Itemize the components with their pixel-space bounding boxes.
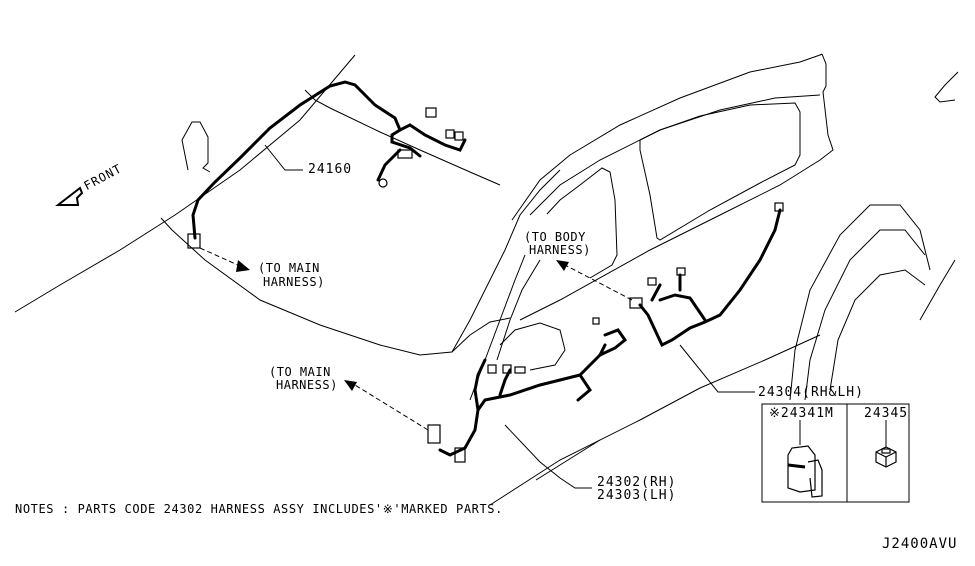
- part-24345-icon: [875, 446, 897, 468]
- connection-label-main-1-line2: HARNESS): [263, 275, 325, 289]
- harness-24304: [638, 208, 782, 348]
- callout-24302: 24302(RH): [597, 475, 677, 490]
- connection-label-main-1-line1: (TO MAIN: [258, 261, 320, 275]
- harness-24302: [438, 328, 628, 457]
- connection-arrowheads: [236, 260, 569, 391]
- connection-label-main-2-line2: HARNESS): [276, 378, 338, 392]
- notes-text: NOTES : PARTS CODE 24302 HARNESS ASSY IN…: [15, 502, 503, 516]
- callout-24160: 24160: [308, 162, 353, 177]
- front-arrow-icon: [55, 186, 84, 206]
- harness-24160-connectors: [187, 107, 464, 249]
- parts-box: [761, 403, 910, 503]
- harness-24160: [191, 80, 467, 240]
- harness-24304-connectors: [629, 202, 784, 309]
- part-24341m-icon: [787, 445, 823, 498]
- callout-24303: 24303(LH): [597, 488, 677, 503]
- callout-24341m: ※24341M: [769, 406, 834, 421]
- connection-label-body-line1: (TO BODY: [524, 230, 586, 244]
- diagram-code: J2400AVU: [882, 536, 958, 552]
- connection-label-body-line2: HARNESS): [529, 243, 591, 257]
- vehicle-body-outline: [14, 53, 959, 506]
- harness-24302-connectors: [427, 317, 600, 463]
- connection-label-main-2-line1: (TO MAIN: [269, 365, 331, 379]
- callout-24345: 24345: [864, 406, 909, 421]
- callout-leaders: [264, 144, 755, 489]
- callout-24304: 24304(RH&LH): [758, 385, 864, 400]
- connection-leaders: [199, 247, 633, 431]
